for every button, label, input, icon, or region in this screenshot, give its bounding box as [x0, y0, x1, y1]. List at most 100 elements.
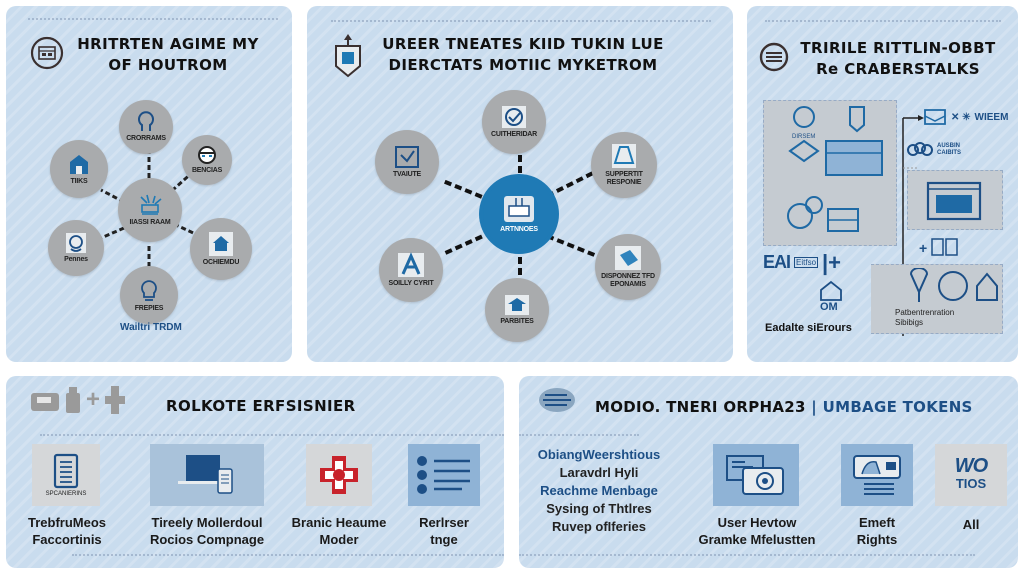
- header-icons: +: [30, 384, 126, 416]
- list-item[interactable]: Reachme Menbage: [540, 483, 658, 498]
- divider: [40, 434, 504, 436]
- divider: [519, 554, 975, 556]
- server-icon: [539, 388, 575, 412]
- node-top-left[interactable]: TVAIUTE: [375, 130, 439, 194]
- node-label: OCHIEMDU: [202, 259, 240, 266]
- panel-title: UREER TNEATES KIID TUKIN LUE DIERCTATS M…: [373, 34, 673, 76]
- label-line: Moder: [319, 532, 359, 547]
- tile-wo-logo[interactable]: WO TIOS: [935, 444, 1007, 506]
- tile-label: Rerlrser tnge: [402, 514, 486, 548]
- device-icon: [31, 393, 59, 411]
- lightbulb-icon: [141, 280, 157, 301]
- list-item[interactable]: Ruvep ofIferies: [552, 519, 646, 534]
- node-top-right[interactable]: BENCIAS: [182, 135, 232, 185]
- logo-line: TIOS: [955, 476, 987, 491]
- logo-line: WO: [954, 455, 988, 477]
- list-icon: [759, 42, 789, 77]
- tile-label: Branic Heaume Moder: [288, 514, 390, 548]
- label-line: TrebfruMeos: [27, 515, 106, 530]
- panel-title: TRIRILE RITTLIN-OBBT Re CRABERSTALKS: [793, 38, 1003, 80]
- panel-user-tokens: UREER TNEATES KIID TUKIN LUE DIERCTATS M…: [307, 6, 733, 362]
- node-label: Pennes: [64, 256, 88, 263]
- node-center[interactable]: IIASSI RAAM: [118, 178, 182, 242]
- node-bottom[interactable]: PARBITES: [485, 278, 549, 342]
- node-left[interactable]: Pennes: [48, 220, 104, 276]
- label-line: Gramke Mfelustten: [698, 532, 816, 547]
- list-item[interactable]: ObiangWeershtious: [537, 447, 661, 462]
- label-line: tnge: [430, 532, 458, 547]
- components-icon: DIRSEM: [787, 106, 883, 232]
- tile-checklist[interactable]: [408, 444, 480, 506]
- letter-a-icon: [398, 252, 424, 277]
- node-label: TVAIUTE: [392, 171, 422, 178]
- divider: [519, 434, 639, 436]
- panel-usage-tokens: MODIO. TNERI ORPHA23 | UMBAGE TOKENS Obi…: [519, 376, 1018, 568]
- title-line: Re CRABERSTALKS: [816, 60, 980, 78]
- face-icon: [198, 146, 216, 164]
- check-shield-icon: [395, 146, 419, 168]
- divider: [28, 18, 278, 20]
- node-label: SOILLY CYRIT: [388, 280, 434, 287]
- diagram-caption: Wailtri TRDM: [120, 322, 182, 333]
- panel-rollout-expansion: + ROLKOTE ERFSISNIER SPCANIERINS Trebfru…: [6, 376, 504, 568]
- document-icon: [53, 453, 79, 489]
- divider: [331, 20, 711, 22]
- toolbox-icon: [30, 36, 64, 75]
- user-review-icon: [726, 455, 784, 495]
- helmet-icon: [66, 233, 86, 253]
- title-line: DIERCTATS MOTIIC MYKETROM: [388, 56, 658, 74]
- panel-title: ROLKOTE ERFSISNIER: [166, 397, 356, 415]
- checklist-icon: [417, 456, 470, 494]
- bell-icon: [612, 144, 636, 168]
- node-top-right[interactable]: SUPPERTIT RESPONIE: [591, 132, 657, 198]
- right-item-inbox[interactable]: ✕ ✳ WIEEM: [923, 108, 1008, 126]
- left-glyph-group: EAI Eitfso |+: [763, 251, 841, 273]
- tile-document[interactable]: SPCANIERINS: [32, 444, 100, 506]
- title-separator: |: [805, 398, 823, 416]
- node-bottom-left[interactable]: SOILLY CYRIT: [379, 238, 443, 302]
- house-icon: [70, 155, 88, 174]
- list-item[interactable]: Laravdrl Hyli: [559, 465, 639, 480]
- machine-icon: [504, 196, 534, 222]
- label-line: User Hevtow: [717, 515, 797, 530]
- node-top[interactable]: CUITHERIDAR: [482, 90, 546, 154]
- tile-label: User Hevtow Gramke Mfelustten: [689, 514, 825, 548]
- node-bottom-right[interactable]: DISPONNEZ TFD EPONAMIS: [595, 234, 661, 300]
- wo-logo-icon: WO TIOS: [954, 455, 988, 493]
- node-center-badge[interactable]: ARTNNOES: [483, 178, 555, 250]
- title-accent: UMBAGE TOKENS: [822, 398, 973, 416]
- hat-icon: [505, 295, 529, 315]
- item-label: AUSBIN CAIBITS: [937, 143, 961, 156]
- node-top[interactable]: CRORRAMS: [119, 100, 173, 154]
- right-item-cloud[interactable]: AUSBIN CAIBITS: [907, 142, 971, 158]
- lamp-icon: [209, 232, 233, 256]
- tile-inner-label: SPCANIERINS: [45, 491, 87, 497]
- label-line: Tireely Mollerdoul: [151, 515, 263, 530]
- tile-label: Emeft Rights: [835, 514, 919, 548]
- tile-monitor[interactable]: [150, 444, 264, 506]
- head-icon: [138, 111, 154, 131]
- label-line: All: [962, 517, 980, 532]
- panel-title: HRITRTEN AGIME MY OF HOUTROM: [68, 34, 268, 76]
- list-item[interactable]: Sysing of Thtlres: [546, 501, 652, 516]
- node-bottom[interactable]: FREPIES: [120, 266, 178, 324]
- node-top-left[interactable]: TIIKS: [50, 140, 108, 198]
- plug-icon: [105, 386, 126, 414]
- tile-medical[interactable]: [306, 444, 372, 506]
- node-label: PARBITES: [500, 318, 534, 325]
- tile-rights[interactable]: [841, 444, 913, 506]
- panel-title: MODIO. TNERI ORPHA23 | UMBAGE TOKENS: [595, 398, 973, 416]
- node-label: FREPIES: [134, 305, 164, 312]
- label-line: Emeft: [858, 515, 896, 530]
- plus-icon: +: [86, 386, 101, 413]
- component-box-main: DIRSEM: [763, 100, 897, 246]
- plus-icon: +: [919, 240, 928, 256]
- node-label: SUPPERTIT RESPONIE: [605, 171, 643, 186]
- tile-user-review[interactable]: [713, 444, 799, 506]
- tile-label: All: [935, 516, 1007, 533]
- tile-label: Tireely Mollerdoul Rocios Compnage: [130, 514, 284, 548]
- tile-label: TrebfruMeos Faccortinis: [14, 514, 120, 548]
- rights-icon: [853, 455, 901, 495]
- caption-line: Sibibigs: [895, 318, 924, 327]
- node-right[interactable]: OCHIEMDU: [190, 218, 252, 280]
